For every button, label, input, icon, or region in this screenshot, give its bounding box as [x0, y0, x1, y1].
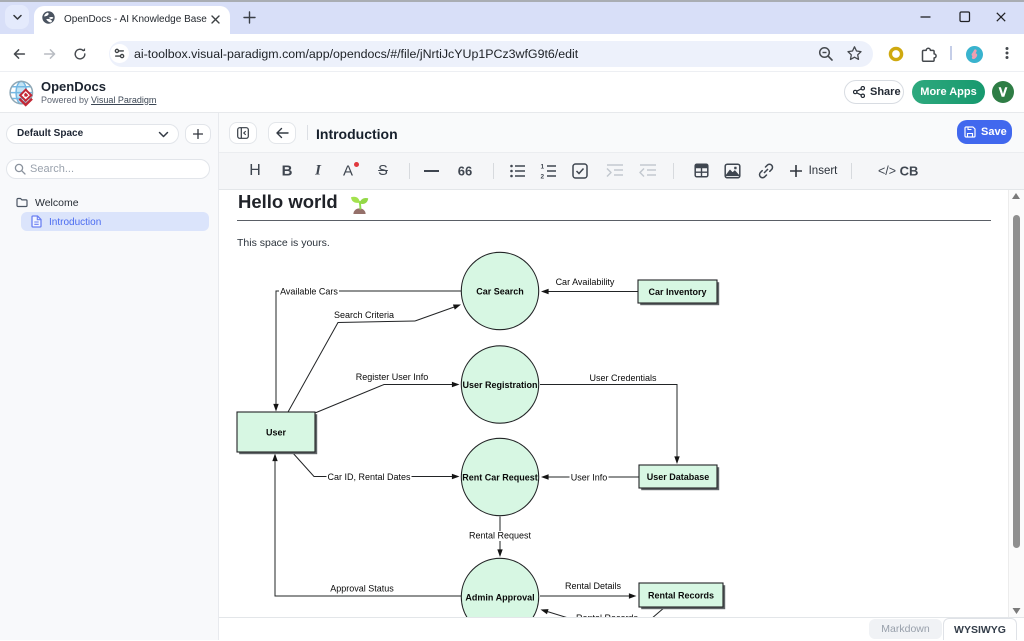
- svg-text:Rental Records: Rental Records: [576, 613, 639, 617]
- svg-text:User Registration: User Registration: [462, 380, 537, 390]
- svg-text:1: 1: [541, 164, 545, 171]
- svg-text:Rental Request: Rental Request: [469, 531, 532, 541]
- svg-text:Admin Approval: Admin Approval: [465, 593, 534, 603]
- svg-text:User: User: [266, 428, 287, 438]
- svg-text:Rental Records: Rental Records: [648, 591, 714, 601]
- svg-text:Approval Status: Approval Status: [330, 584, 394, 594]
- svg-text:Car Search: Car Search: [476, 287, 524, 297]
- svg-text:Rent Car Request: Rent Car Request: [462, 473, 538, 483]
- svg-text:Car Inventory: Car Inventory: [648, 287, 706, 297]
- svg-text:Rental Details: Rental Details: [565, 581, 622, 591]
- svg-text:Register User Info: Register User Info: [356, 372, 429, 382]
- svg-text:Search Criteria: Search Criteria: [334, 310, 394, 320]
- svg-text:Car ID, Rental Dates: Car ID, Rental Dates: [327, 472, 411, 482]
- svg-text:User Info: User Info: [571, 473, 608, 483]
- svg-text:Available Cars: Available Cars: [280, 287, 338, 297]
- svg-text:User Credentials: User Credentials: [589, 373, 657, 383]
- svg-text:User Database: User Database: [647, 472, 710, 482]
- svg-text:Car Availability: Car Availability: [556, 277, 615, 287]
- svg-text:2: 2: [541, 174, 545, 181]
